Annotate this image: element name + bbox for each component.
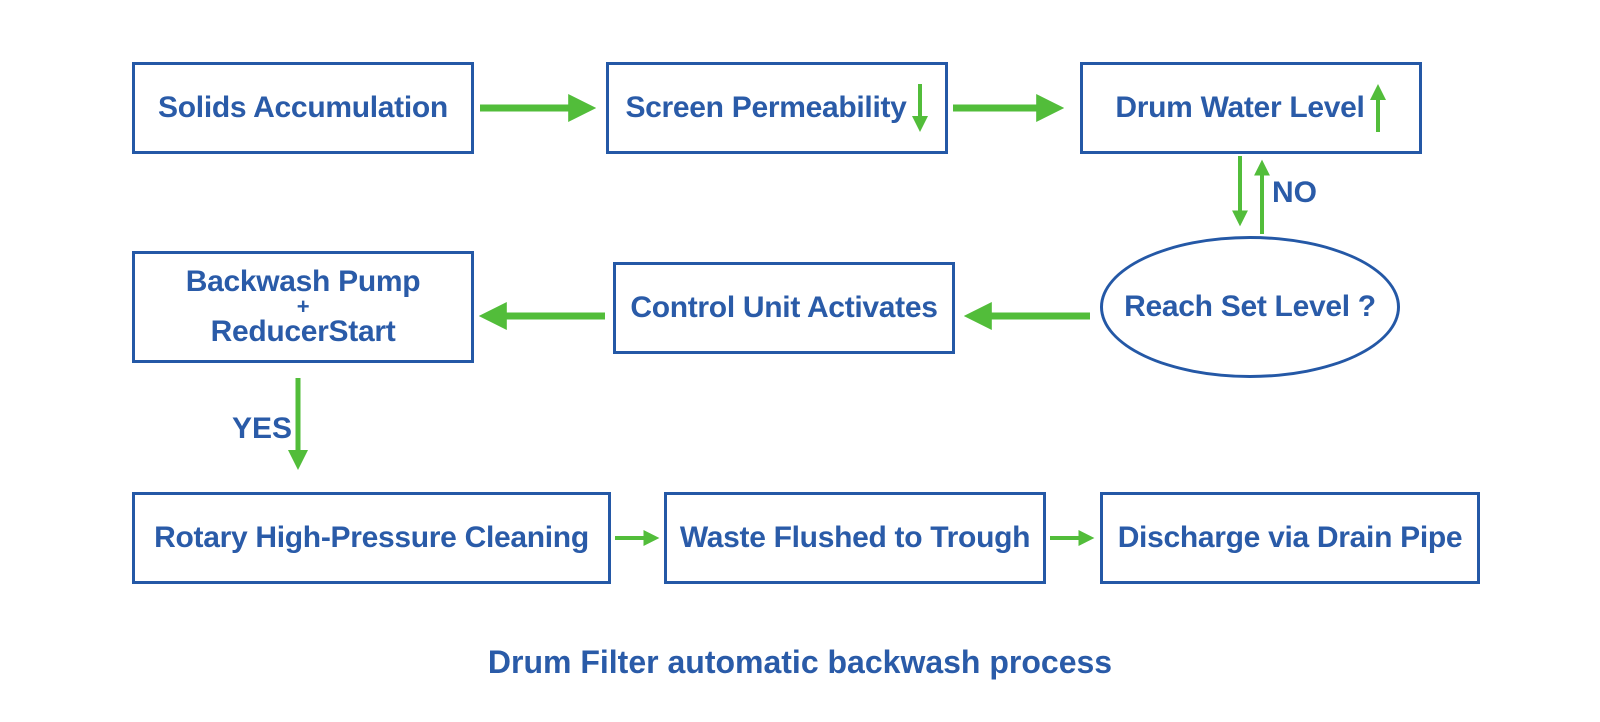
plus-label: + bbox=[296, 294, 310, 320]
drum-water-level-box: Drum Water Level bbox=[1080, 62, 1422, 154]
discharge-box: Discharge via Drain Pipe bbox=[1100, 492, 1480, 584]
drum-water-level-label: Drum Water Level bbox=[1115, 91, 1365, 124]
control-unit-activates-label: Control Unit Activates bbox=[630, 291, 938, 324]
rotary-cleaning-box: Rotary High-Pressure Cleaning bbox=[132, 492, 611, 584]
reach-set-level-label: Reach Set Level ? bbox=[1124, 290, 1376, 323]
rotary-cleaning-label: Rotary High-Pressure Cleaning bbox=[154, 521, 589, 554]
control-unit-activates-box: Control Unit Activates bbox=[613, 262, 955, 354]
waste-flushed-label: Waste Flushed to Trough bbox=[679, 521, 1031, 554]
backwash-pump-box: Backwash Pump + ReducerStart bbox=[132, 251, 474, 363]
screen-permeability-box: Screen Permeability bbox=[606, 62, 948, 154]
backwash-pump-label: Backwash Pump bbox=[185, 265, 421, 299]
no-label: NO bbox=[1272, 176, 1317, 209]
waste-flushed-box: Waste Flushed to Trough bbox=[664, 492, 1046, 584]
yes-label: YES bbox=[232, 412, 293, 445]
solids-accumulation-label: Solids Accumulation bbox=[158, 91, 448, 124]
arrow-up-icon bbox=[1369, 84, 1386, 132]
arrow-down-icon bbox=[911, 84, 928, 132]
discharge-label: Discharge via Drain Pipe bbox=[1117, 521, 1463, 554]
screen-permeability-label: Screen Permeability bbox=[625, 91, 907, 124]
solids-accumulation-box: Solids Accumulation bbox=[132, 62, 474, 154]
reducer-start-label: ReducerStart bbox=[210, 314, 396, 348]
diagram-caption: Drum Filter automatic backwash process bbox=[487, 644, 1113, 680]
reach-set-level-decision: Reach Set Level ? bbox=[1100, 236, 1400, 378]
